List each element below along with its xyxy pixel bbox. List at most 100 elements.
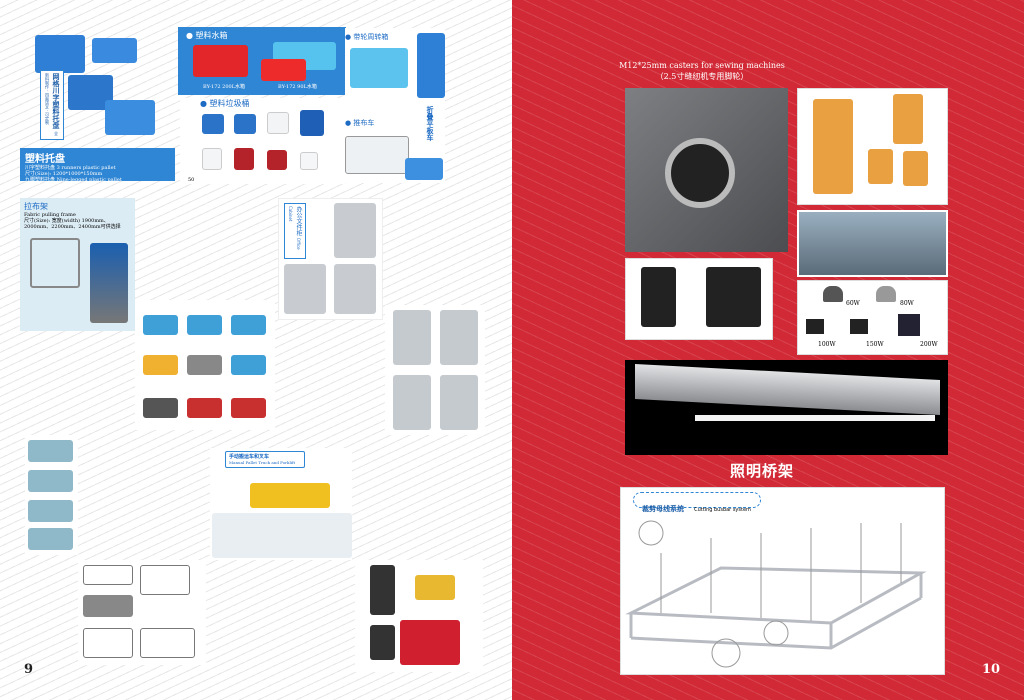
bridge-rail bbox=[635, 364, 940, 415]
casters-subtitle: （2.5寸缝纫机专用脚轮） bbox=[655, 72, 749, 81]
pallet-truck-section: 手动搬运车和叉车 Manual Pallet Truck and Forklif… bbox=[210, 448, 352, 560]
turnover-box-image bbox=[417, 33, 445, 98]
stacker-image bbox=[370, 625, 395, 660]
forklifts-section bbox=[355, 560, 483, 672]
pallet-line: 尺寸(Size): 1200*1000*150mm bbox=[25, 171, 103, 177]
flood-light-icon bbox=[898, 314, 920, 336]
folding-cart-image bbox=[405, 158, 443, 180]
truck-parts-image bbox=[212, 513, 352, 558]
trash-bin-section: ● 塑料垃圾桶 50 bbox=[180, 98, 345, 184]
caster-image bbox=[813, 99, 853, 194]
locker-image bbox=[440, 310, 478, 365]
bin-image bbox=[267, 112, 289, 134]
table-image bbox=[143, 315, 178, 335]
cabinet-section: 办公文件柜 Office Cabinet bbox=[278, 198, 383, 320]
bin-image bbox=[234, 148, 254, 170]
turnover-box-image bbox=[350, 48, 408, 88]
bed-image bbox=[83, 628, 133, 658]
pallet-line: 川字塑料托盘 3 runners plastic pallet bbox=[25, 165, 116, 171]
desk-image bbox=[28, 500, 73, 522]
table-image bbox=[143, 398, 178, 418]
caster-image bbox=[893, 94, 923, 144]
cabinet-subtitle: Office Cabinet bbox=[288, 206, 301, 250]
caster-image bbox=[706, 267, 761, 327]
trash-bin-title: 塑料垃圾桶 bbox=[209, 99, 250, 108]
watt-label: 80W bbox=[900, 300, 914, 307]
label: 网格川字塑料托盘 bbox=[52, 73, 60, 129]
busbar-subtitle: Cutting busbar system bbox=[694, 507, 751, 513]
bed-image bbox=[83, 595, 133, 617]
desk-image bbox=[28, 528, 73, 550]
bin-image bbox=[202, 148, 222, 170]
table-image bbox=[231, 315, 266, 335]
flood-light-icon bbox=[850, 319, 868, 334]
busbar-heading: 裁剪母线系统 Cutting busbar system bbox=[633, 492, 761, 513]
cabinet-image bbox=[284, 264, 326, 314]
bin-image bbox=[267, 150, 287, 170]
forklift-image bbox=[400, 620, 460, 665]
cloth-cart-image bbox=[345, 136, 409, 174]
busbar-diagram-drawing bbox=[625, 520, 927, 668]
pallet-truck-title: 手动搬运车和叉车 bbox=[229, 454, 270, 460]
folding-cart-title: 折叠平板车 bbox=[426, 106, 434, 141]
casters-black-catalog bbox=[625, 258, 773, 340]
right-page: M12*25mm casters for sewing machines （2.… bbox=[512, 0, 1024, 700]
watt-label: 60W bbox=[846, 300, 860, 307]
left-page: 网格川字塑料托盘 全新料制作 · 四面进叉 · 可定制 塑料托盘 川字塑料托盘 … bbox=[0, 0, 512, 700]
page-number-left: 9 bbox=[24, 662, 34, 677]
water-tank-title: 塑料水箱 bbox=[195, 31, 228, 40]
tank-caption: BY-172 90L水箱 bbox=[278, 84, 317, 90]
table-image bbox=[187, 315, 222, 335]
casters-title: M12*25mm casters for sewing machines bbox=[619, 61, 785, 70]
bin-image bbox=[202, 114, 224, 134]
detail-callout bbox=[638, 520, 664, 546]
cloth-cart-title: 推布车 bbox=[353, 119, 375, 127]
pallet-truck-subtitle: Manual Pallet Truck and Forklift bbox=[229, 460, 296, 465]
light-bridge-photo bbox=[625, 360, 948, 455]
table-image bbox=[231, 355, 266, 375]
red-tank-image bbox=[261, 59, 306, 81]
locker-image bbox=[440, 375, 478, 430]
pallet-line: 尺寸(Size): 1200*1000*140mm bbox=[25, 183, 103, 189]
office-desks-section bbox=[25, 435, 78, 555]
watt-label: 200W bbox=[920, 341, 938, 348]
page-ref: 50 bbox=[188, 177, 195, 183]
bin-image bbox=[234, 114, 256, 134]
fabric-rack-section: 拉布架 Fabric pulling frame 尺寸(Size): 宽度(wi… bbox=[20, 198, 135, 331]
casters-heading: M12*25mm casters for sewing machines （2.… bbox=[612, 60, 792, 82]
pallet-image bbox=[92, 38, 137, 63]
bed-image bbox=[140, 565, 190, 595]
tank-caption: BY-172 200L水箱 bbox=[203, 84, 246, 90]
label-sub: 全新料制作 · 四面进叉 · 可定制 bbox=[45, 73, 59, 136]
water-tank-section: ● 塑料水箱 BY-172 200L水箱 BY-172 90L水箱 bbox=[178, 27, 346, 95]
pallet-title: 塑料托盘 bbox=[25, 154, 65, 165]
carts-section: ● 带轮周转箱 ● 推布车 折叠平板车 bbox=[345, 28, 445, 183]
bed-image bbox=[83, 565, 133, 585]
pallet-image bbox=[35, 35, 85, 73]
pallet-image bbox=[105, 100, 155, 135]
table-image bbox=[187, 355, 222, 375]
lighting-bridge-title: 照明桥架 bbox=[730, 462, 795, 480]
red-tank-image bbox=[193, 45, 248, 77]
lights-catalog: 60W 80W 100W 150W 200W bbox=[797, 280, 948, 355]
watt-label: 150W bbox=[866, 341, 884, 348]
beds-section bbox=[78, 560, 206, 665]
page-number-right: 10 bbox=[982, 662, 1001, 677]
detail-callout bbox=[763, 620, 789, 646]
canteen-tables-section bbox=[135, 300, 275, 430]
caster-image bbox=[868, 149, 893, 184]
caster-image bbox=[641, 267, 676, 327]
warehouse-photo bbox=[797, 210, 948, 277]
watt-label: 100W bbox=[818, 341, 836, 348]
turnover-box-title: 带轮周转箱 bbox=[353, 33, 389, 41]
casters-catalog bbox=[797, 88, 948, 205]
rack-image bbox=[30, 238, 80, 288]
bin-image bbox=[300, 110, 324, 136]
cabinet-image bbox=[334, 203, 376, 258]
forklift-image bbox=[415, 575, 455, 600]
busbar-diagram: 裁剪母线系统 Cutting busbar system bbox=[620, 487, 945, 675]
desk-image bbox=[28, 440, 73, 462]
cabinet-title: 办公文件柜 bbox=[295, 206, 302, 236]
highbay-light-icon bbox=[823, 286, 843, 302]
wheel-image bbox=[665, 138, 735, 208]
